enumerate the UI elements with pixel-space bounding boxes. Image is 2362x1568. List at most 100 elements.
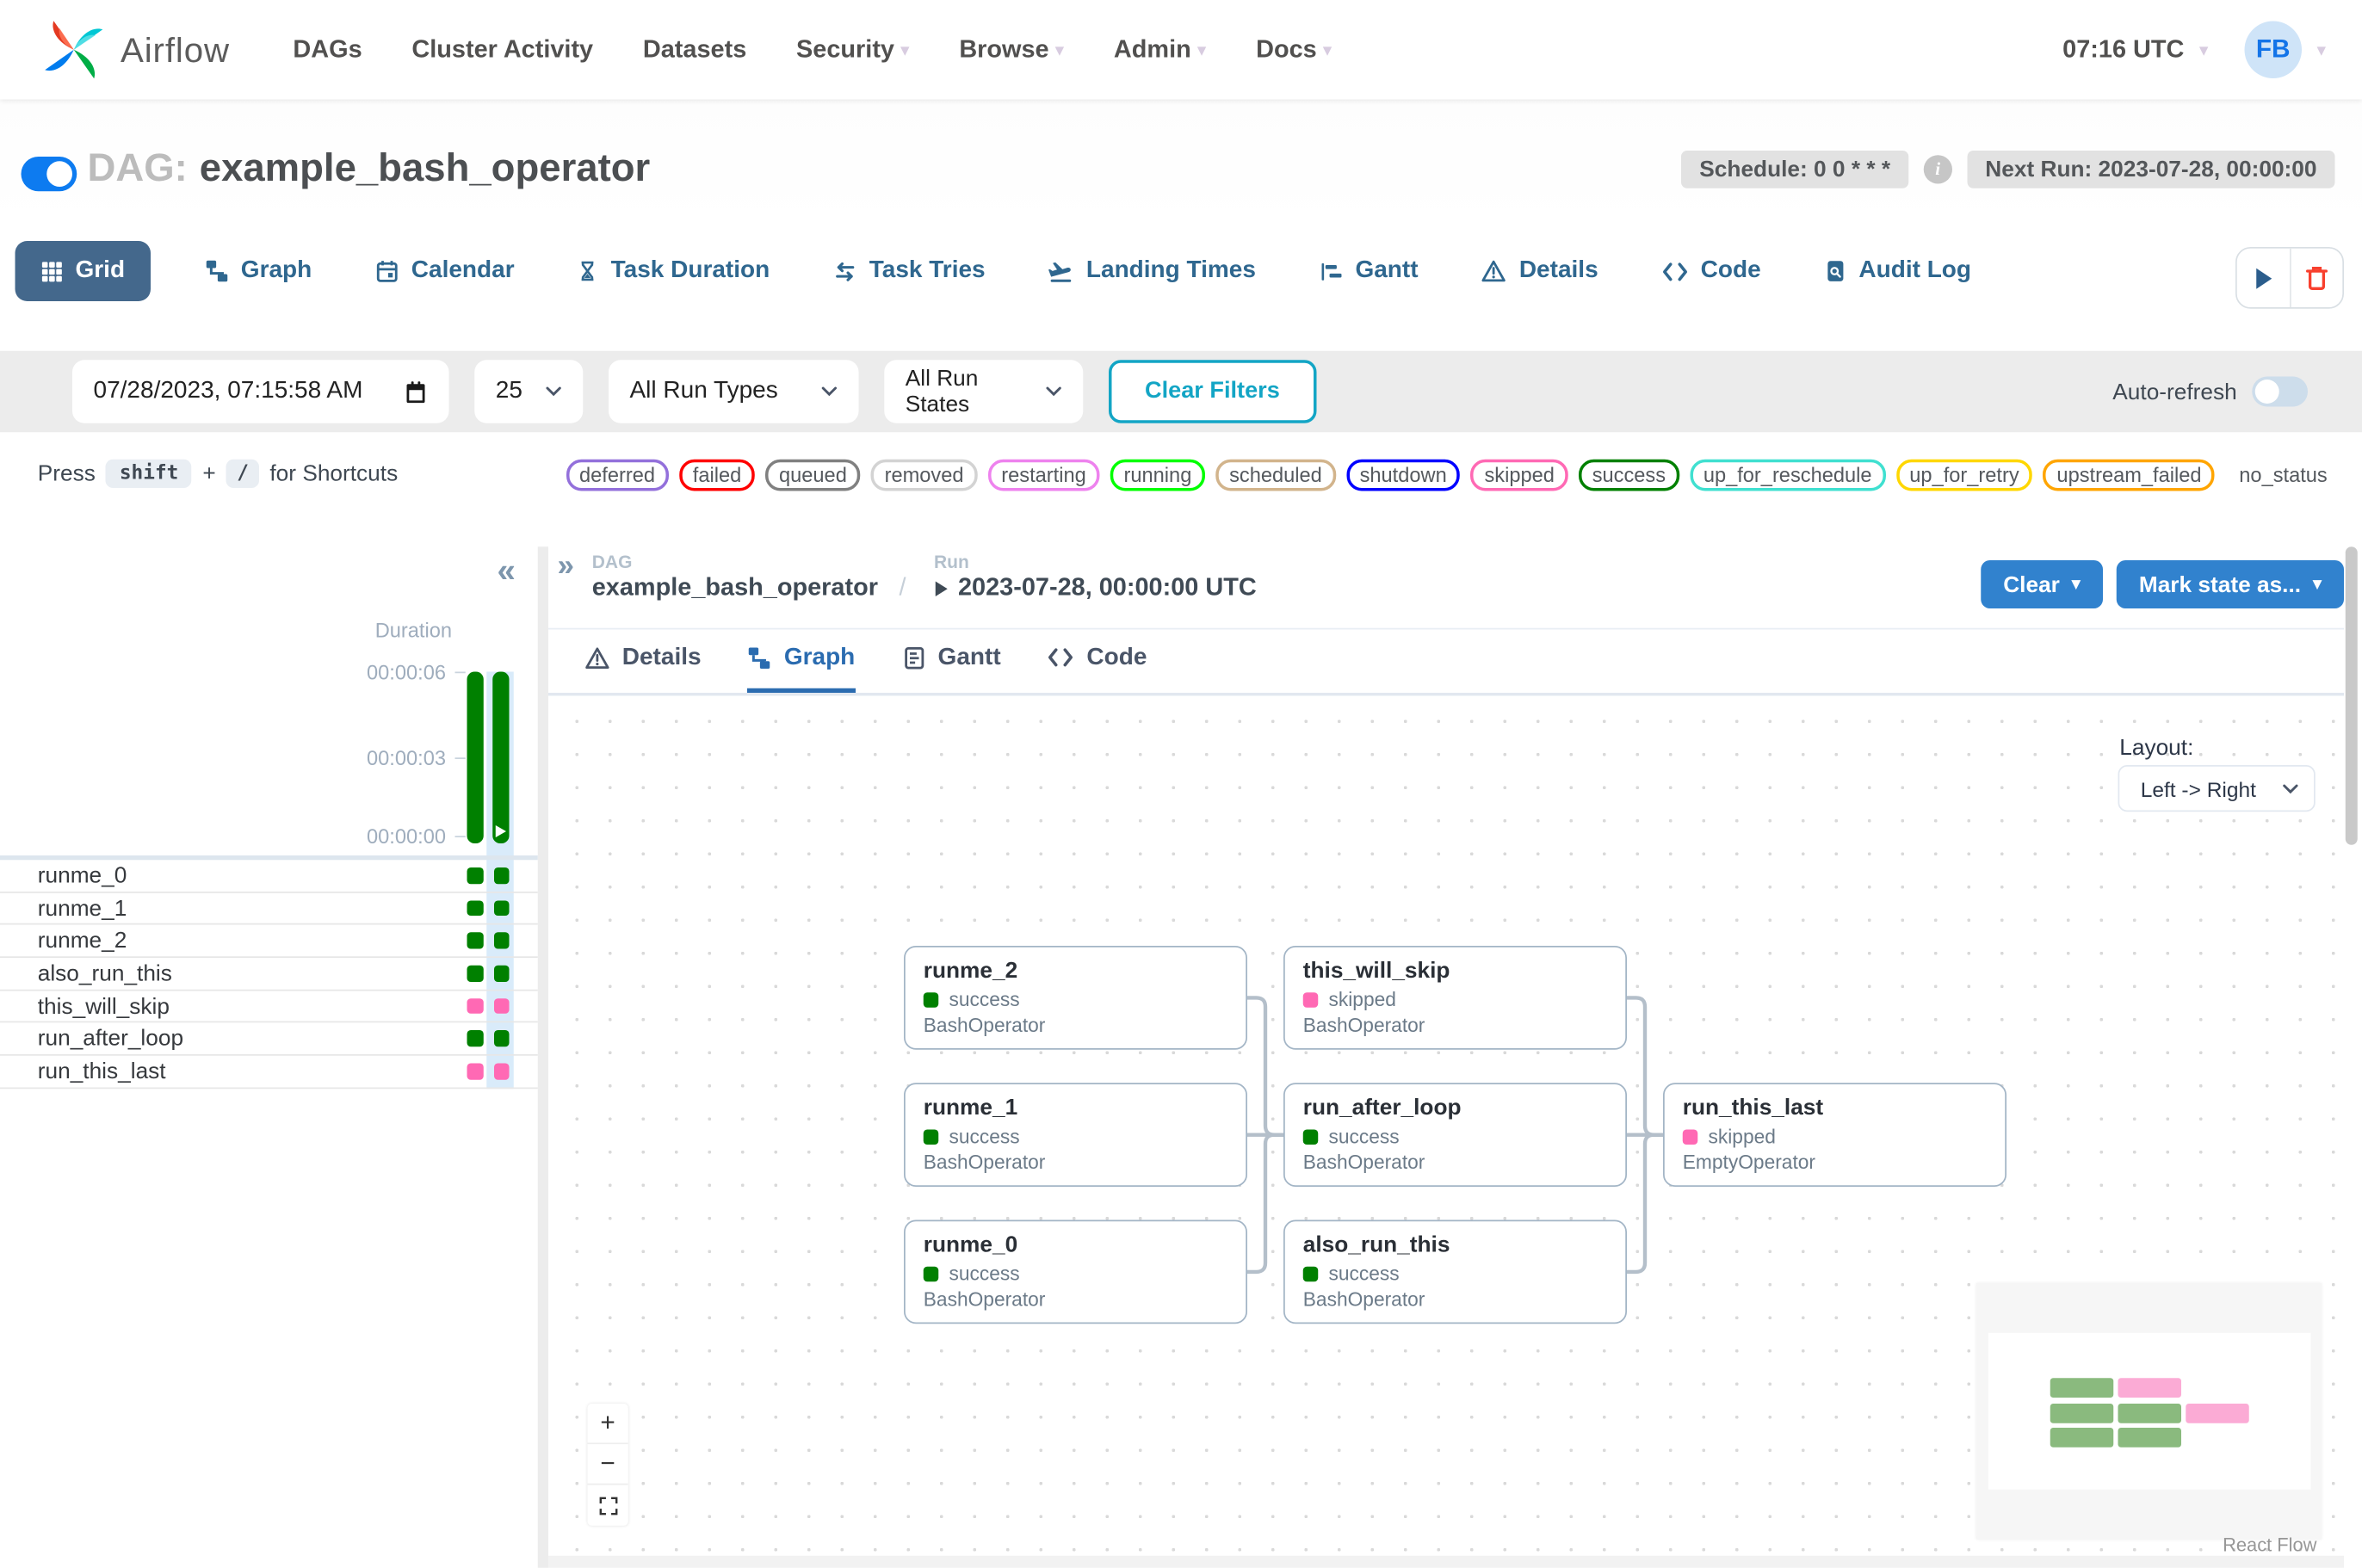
auto-refresh-toggle[interactable] <box>2252 376 2308 407</box>
view-tab-grid[interactable]: Grid <box>15 241 151 301</box>
run-state-select[interactable]: All Run States <box>884 360 1084 423</box>
task-row-runme-0[interactable]: runme_0 <box>0 860 538 893</box>
nav-item-cluster-activity[interactable]: Cluster Activity <box>411 35 594 63</box>
detail-tab-details[interactable]: Details <box>584 630 702 694</box>
view-tab-landing-times[interactable]: Landing Times <box>1040 241 1265 301</box>
task-instance-success[interactable] <box>467 965 483 982</box>
trigger-dag-button[interactable] <box>2236 248 2290 307</box>
legend-skipped[interactable]: skipped <box>1470 459 1568 491</box>
task-instance-success[interactable] <box>493 899 510 917</box>
breadcrumb-run-name[interactable]: 2023-07-28, 00:00:00 UTC <box>958 573 1257 602</box>
utc-clock[interactable]: 07:16 UTC <box>2062 35 2185 63</box>
nav-item-datasets[interactable]: Datasets <box>642 35 747 63</box>
detail-tab-graph[interactable]: Graph <box>747 630 856 694</box>
task-row-also-run-this[interactable]: also_run_this <box>0 958 538 991</box>
legend-shutdown[interactable]: shutdown <box>1345 459 1461 491</box>
nav-item-security[interactable]: Security <box>796 35 910 64</box>
task-instance-skipped[interactable] <box>493 997 510 1015</box>
legend-upstream-failed[interactable]: upstream_failed <box>2043 459 2216 491</box>
task-instance-success[interactable] <box>467 1030 483 1047</box>
legend-up-for-retry[interactable]: up_for_retry <box>1895 459 2033 491</box>
graph-node-runme-1[interactable]: runme_1 success BashOperator <box>904 1083 1247 1187</box>
legend-queued[interactable]: queued <box>765 459 861 491</box>
airflow-logo[interactable]: Airflow <box>40 15 230 85</box>
graph-node-also-run-this[interactable]: also_run_this success BashOperator <box>1283 1219 1627 1324</box>
view-tab-calendar[interactable]: Calendar <box>366 241 523 301</box>
task-row-runme-1[interactable]: runme_1 <box>0 892 538 926</box>
detail-tab-code[interactable]: Code <box>1048 630 1147 694</box>
graph-node-run-after-loop[interactable]: run_after_loop success BashOperator <box>1283 1083 1627 1187</box>
task-instance-success[interactable] <box>493 965 510 982</box>
nav-item-browse[interactable]: Browse <box>959 35 1064 64</box>
task-instance-success[interactable] <box>493 932 510 949</box>
run-actions: Clear Mark state as... <box>1980 560 2344 608</box>
edge-this-will-skip-to-run-this-last <box>1624 996 1666 1137</box>
legend-success[interactable]: success <box>1578 459 1679 491</box>
graph-node-runme-0[interactable]: runme_0 success BashOperator <box>904 1219 1247 1324</box>
task-instance-success[interactable] <box>467 867 483 884</box>
legend-no-status[interactable]: no_status <box>2225 459 2341 491</box>
view-tab-gantt[interactable]: Gantt <box>1310 241 1427 301</box>
mark-state-button[interactable]: Mark state as... <box>2116 560 2344 608</box>
collapse-panel-icon[interactable] <box>498 552 516 591</box>
info-icon[interactable]: i <box>1923 155 1952 184</box>
nav-item-docs[interactable]: Docs <box>1256 35 1332 64</box>
legend-deferred[interactable]: deferred <box>566 459 669 491</box>
dag-meta: Schedule: 0 0 * * * i Next Run: 2023-07-… <box>1681 151 2335 188</box>
task-instance-success[interactable] <box>467 899 483 917</box>
graph-node-this-will-skip[interactable]: this_will_skip skipped BashOperator <box>1283 946 1627 1050</box>
dag-pause-toggle[interactable] <box>21 157 77 192</box>
detail-tab-gantt[interactable]: Gantt <box>902 630 1001 694</box>
avatar[interactable]: FB <box>2244 21 2302 78</box>
task-instance-skipped[interactable] <box>467 1063 483 1080</box>
dag-run-bar[interactable] <box>467 671 484 843</box>
task-instance-success[interactable] <box>493 867 510 884</box>
minimap-node-runme-0 <box>2050 1428 2114 1448</box>
legend-removed[interactable]: removed <box>870 459 978 491</box>
base-date-input[interactable]: 07/28/2023, 07:15:58 AM <box>72 360 449 423</box>
edge-also-run-this-to-run-this-last <box>1624 1133 1666 1275</box>
legend-scheduled[interactable]: scheduled <box>1215 459 1336 491</box>
page-size-select[interactable]: 25 <box>474 360 584 423</box>
task-instance-success[interactable] <box>467 932 483 949</box>
graph-canvas[interactable]: runme_2 success BashOperator this_will_s… <box>548 695 2344 1568</box>
view-tab-code[interactable]: Code <box>1653 241 1771 301</box>
clear-run-button[interactable]: Clear <box>1980 560 2103 608</box>
legend-failed[interactable]: failed <box>679 459 755 491</box>
graph-node-runme-2[interactable]: runme_2 success BashOperator <box>904 946 1247 1050</box>
horizontal-scrollbar[interactable] <box>548 1555 2344 1568</box>
vertical-scrollbar[interactable] <box>2345 546 2358 1568</box>
legend-restarting[interactable]: restarting <box>987 459 1100 491</box>
view-tab-task-tries[interactable]: Task Tries <box>824 241 994 301</box>
task-row-run-after-loop[interactable]: run_after_loop <box>0 1023 538 1056</box>
schedule-badge[interactable]: Schedule: 0 0 * * * <box>1681 151 1909 188</box>
graph-node-run-this-last[interactable]: run_this_last skipped EmptyOperator <box>1663 1083 2006 1187</box>
layout-select[interactable]: Left -> Right <box>2118 765 2316 812</box>
task-instance-success[interactable] <box>493 1030 510 1047</box>
run-type-select[interactable]: All Run Types <box>609 360 859 423</box>
view-tab-graph[interactable]: Graph <box>195 241 320 301</box>
view-tab-details[interactable]: Details <box>1473 241 1608 301</box>
expand-panel-icon[interactable] <box>558 550 574 584</box>
legend-up-for-reschedule[interactable]: up_for_reschedule <box>1690 459 1886 491</box>
dag-run-bar-selected[interactable] <box>492 671 510 843</box>
view-tab-task-duration[interactable]: Task Duration <box>569 241 779 301</box>
view-tab-audit-log[interactable]: Audit Log <box>1815 241 1981 301</box>
graph-minimap[interactable] <box>1976 1283 2322 1540</box>
task-row-runme-2[interactable]: runme_2 <box>0 925 538 959</box>
task-instance-skipped[interactable] <box>493 1063 510 1080</box>
clear-filters-button[interactable]: Clear Filters <box>1109 360 1316 423</box>
zoom-out-button[interactable]: − <box>587 1444 628 1485</box>
task-instance-skipped[interactable] <box>467 997 483 1015</box>
delete-dag-button[interactable] <box>2290 248 2343 307</box>
task-row-run-this-last[interactable]: run_this_last <box>0 1056 538 1089</box>
legend-running[interactable]: running <box>1110 459 1206 491</box>
panel-resize-handle[interactable] <box>537 546 548 1568</box>
nav-item-dags[interactable]: DAGs <box>293 35 362 63</box>
breadcrumb-dag-name[interactable]: example_bash_operator <box>591 573 878 602</box>
task-row-this-will-skip[interactable]: this_will_skip <box>0 991 538 1024</box>
play-icon <box>934 579 949 597</box>
zoom-in-button[interactable]: + <box>587 1404 628 1445</box>
nav-item-admin[interactable]: Admin <box>1114 35 1206 64</box>
fit-view-button[interactable] <box>587 1485 628 1526</box>
